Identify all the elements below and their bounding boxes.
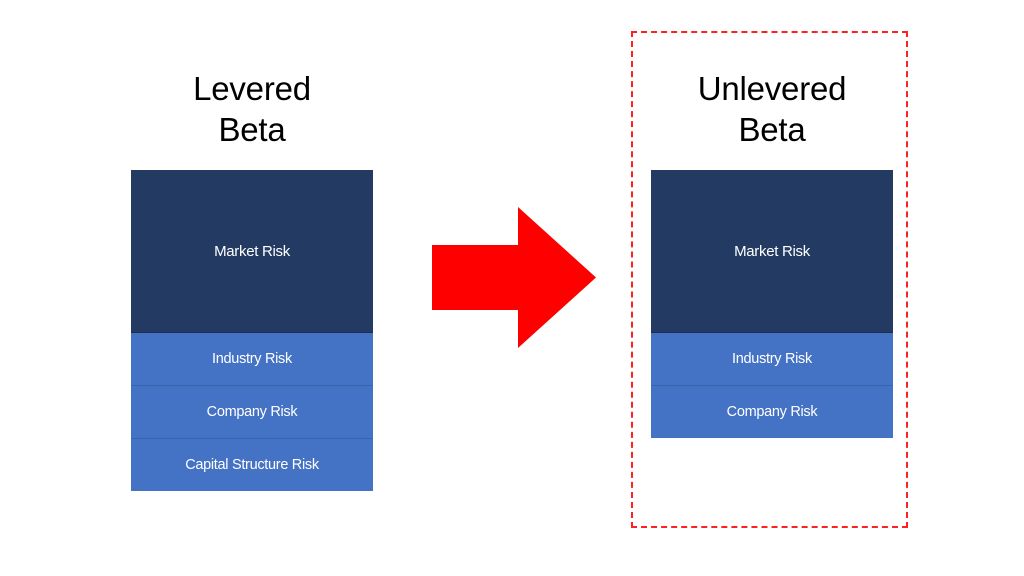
levered-beta-stack: Market Risk Industry Risk Company Risk C… — [131, 170, 373, 491]
levered-band-market-risk: Market Risk — [131, 170, 373, 332]
levered-beta-title: Levered Beta — [193, 70, 311, 148]
unlevered-band-industry-risk: Industry Risk — [651, 332, 893, 385]
levered-band-industry-risk: Industry Risk — [131, 332, 373, 385]
right-arrow-icon — [432, 207, 596, 348]
unlevered-beta-title: Unlevered Beta — [697, 70, 847, 148]
levered-band-capital-structure-risk: Capital Structure Risk — [131, 438, 373, 491]
unlevered-beta-stack: Market Risk Industry Risk Company Risk — [651, 170, 893, 438]
unlevered-band-market-risk: Market Risk — [651, 170, 893, 332]
levered-band-company-risk: Company Risk — [131, 385, 373, 438]
unlevered-band-company-risk: Company Risk — [651, 385, 893, 438]
unlevered-highlight-box — [631, 31, 908, 528]
